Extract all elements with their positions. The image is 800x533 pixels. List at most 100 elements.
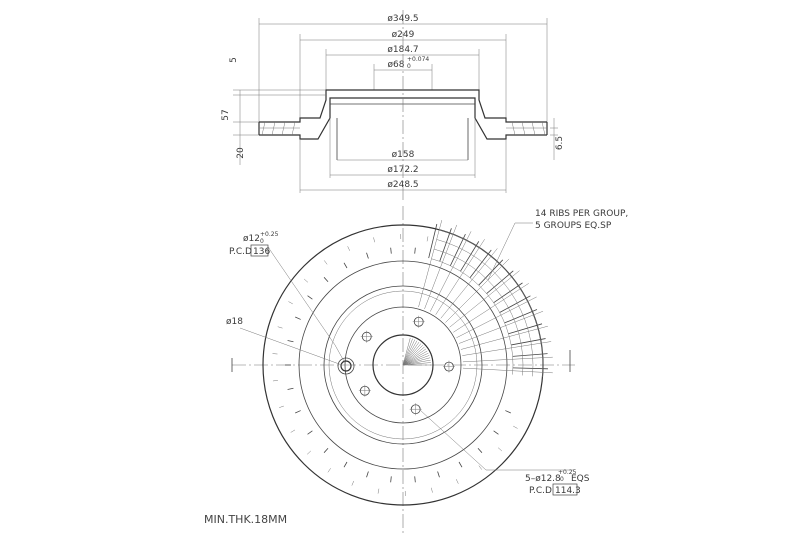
- rib-line: [458, 311, 544, 344]
- fan-line: [402, 350, 428, 366]
- fan-line: [402, 338, 413, 366]
- vent-slot: [323, 447, 329, 453]
- bolt-holes-tol-lower: 0: [560, 476, 564, 483]
- vent-slot: [458, 461, 463, 468]
- vent-slot: [437, 471, 440, 478]
- friction-ring-inner: [298, 260, 508, 470]
- rib-edge: [512, 367, 548, 370]
- vent-slot-outer: [351, 480, 354, 486]
- rib-edge: [460, 241, 480, 272]
- vent-slot-outer: [323, 260, 328, 265]
- hat-inner: [328, 290, 478, 440]
- dim-disc-thickness: 20: [236, 147, 246, 159]
- dim-center-bore-tol-lower: 0: [407, 63, 411, 70]
- bolt-pcd-label: P.C.D: [529, 486, 552, 496]
- vent-slot: [307, 295, 313, 300]
- rib-line: [456, 296, 537, 338]
- vent-slot: [295, 316, 301, 320]
- small-hole-pcd-label: P.C.D: [229, 247, 252, 257]
- fan-line: [402, 346, 425, 366]
- rib-line: [435, 239, 485, 315]
- bolt-holes-suffix: EQS: [571, 474, 590, 484]
- fan-line: [402, 357, 431, 366]
- pilot-ring: [344, 306, 462, 424]
- rib-arc: [439, 229, 544, 378]
- vent-slot-outer: [303, 278, 309, 283]
- rib-sector: [418, 220, 553, 378]
- vent-slot: [323, 277, 329, 283]
- rib-edge: [499, 295, 531, 313]
- rib-edge: [486, 270, 514, 294]
- section-view: ø349.5 ø249 ø184.7 ø68 +0.074 0: [221, 10, 565, 200]
- vent-slot: [493, 430, 499, 435]
- vent-slot: [366, 471, 369, 478]
- vent-slot-outer: [272, 380, 278, 382]
- dim-height: 57: [221, 109, 231, 120]
- rib-line: [462, 367, 553, 374]
- rib-arc: [431, 258, 514, 375]
- bolt-holes: [358, 315, 455, 416]
- fan-line: [402, 359, 431, 366]
- center-fan-hatch: [402, 337, 431, 366]
- plan-view: A A: [231, 206, 575, 533]
- dim-flange-thickness: 5: [229, 57, 239, 63]
- rib-edge: [511, 338, 546, 346]
- rib-edge: [508, 323, 543, 335]
- vent-slot: [390, 247, 392, 254]
- min-thickness-note: MIN.THK.18MM: [204, 513, 287, 526]
- rib-line: [418, 220, 443, 308]
- locating-hole-outer: [337, 357, 355, 375]
- rib-line: [449, 270, 520, 328]
- vent-slot: [295, 410, 301, 414]
- rib-line: [440, 248, 498, 319]
- vent-slot-outer: [279, 405, 284, 408]
- vent-slot: [414, 476, 416, 483]
- rib-edge: [504, 309, 538, 324]
- annotations: ø12 +0.25 0 P.C.D 136 ø18 14 RIBS PER GR…: [204, 209, 628, 526]
- rib-edge: [428, 223, 438, 259]
- small-hole-diameter: ø12: [243, 234, 260, 244]
- fan-line: [402, 339, 416, 366]
- rib-line: [462, 356, 553, 363]
- rib-edge: [478, 259, 504, 286]
- fan-line: [402, 352, 429, 366]
- hub-hole-diameter: ø18: [226, 317, 243, 327]
- vent-slot: [505, 410, 511, 414]
- small-hole-tol-lower: 0: [260, 238, 264, 245]
- rib-line: [460, 325, 548, 350]
- bolt-pcd-value: 114.3: [555, 486, 581, 496]
- dim-friction-inner-diameter: ø248.5: [387, 180, 418, 190]
- vent-slot-outer: [288, 301, 293, 305]
- ribs-note-line2: 5 GROUPS EQ.SP: [535, 221, 612, 231]
- rib-edge: [493, 282, 523, 304]
- rib-line: [424, 224, 457, 310]
- vent-slot-outer: [373, 237, 375, 243]
- dim-offset: 6.5: [555, 136, 565, 150]
- vent-slot: [287, 387, 294, 390]
- rib-edge: [449, 233, 466, 266]
- rib-arc: [436, 239, 534, 377]
- vent-slot-outer: [456, 479, 459, 484]
- vent-slot-outer: [478, 465, 483, 470]
- rib-arc: [433, 248, 524, 376]
- vent-slot-outer: [513, 425, 518, 429]
- vent-slot-outer: [277, 326, 283, 329]
- fan-line: [402, 340, 418, 366]
- fan-line: [402, 362, 431, 366]
- rib-edge: [469, 249, 492, 278]
- vent-slot-outer: [431, 487, 433, 493]
- rib-edge: [512, 353, 548, 357]
- vent-slot: [343, 461, 348, 468]
- fan-line: [402, 343, 422, 366]
- vent-slot-outer: [347, 246, 350, 251]
- vent-slot-outer: [290, 429, 296, 433]
- fan-line: [402, 348, 427, 366]
- center-bore: [372, 334, 434, 396]
- vent-slot: [414, 247, 416, 254]
- fan-line: [402, 355, 430, 366]
- vent-slot: [477, 447, 483, 453]
- rib-line: [430, 231, 472, 312]
- dim-center-bore: ø68: [388, 60, 405, 70]
- fan-line: [402, 341, 420, 366]
